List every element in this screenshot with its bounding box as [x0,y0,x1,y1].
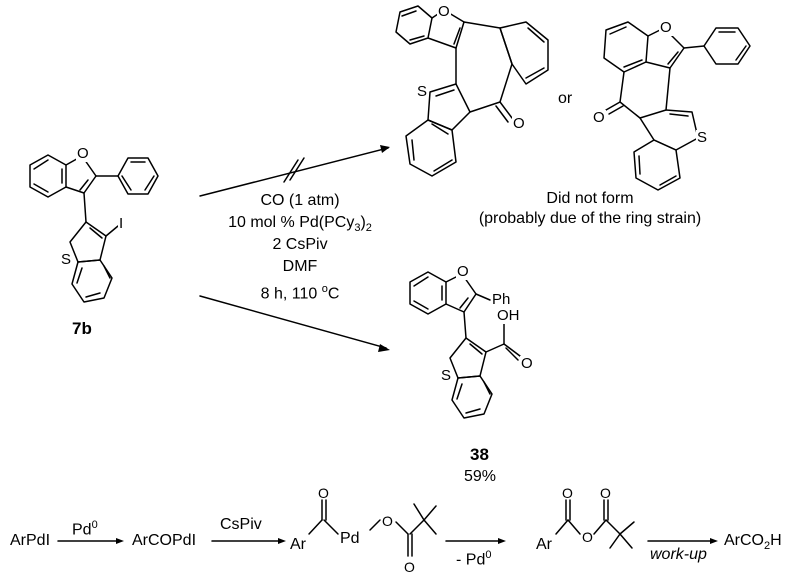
failed-product-ketone-b [603,21,751,191]
cross-mark-2 [289,157,305,181]
p38-oxygen-label: O [456,263,470,280]
mech-o-label-4: O [562,485,573,501]
mech-ar-label-2: Ar [536,536,552,553]
mech-o-label-5: O [582,529,593,545]
mech-pd0-arrow-label: Pd0 [72,519,98,539]
p38-phenyl-label: Ph [491,291,512,308]
condition-co: CO (1 atm) [260,192,340,209]
condition-catalyst: 10 mol % Pd(PCy3)2 [228,214,372,235]
mech-arcopdi: ArCOPdI [132,532,197,549]
failed-note-line2: (probably due of the ring strain) [478,210,702,227]
starting-material-7b [29,154,159,303]
failed-note-line1: Did not form [546,190,634,207]
mech-o-label-3: O [404,559,415,575]
reaction-arrows [199,145,390,352]
sm-oxygen-label: O [76,145,90,162]
condition-base: 2 CsPiv [272,236,328,253]
mech-arpdi: ArPdI [10,532,51,549]
condition-solvent: DMF [282,258,318,275]
fp-b-sulfur-label: S [696,129,709,146]
mech-ar-label-1: Ar [290,536,306,553]
fp-a-ketone-oxygen-label: O [512,115,526,132]
mech-pd-label: Pd [340,530,360,547]
mechanism-structures [57,499,718,557]
sm-iodine-label: I [118,215,125,232]
mech-workup-label: work-up [650,546,707,563]
condition-time-temp: 8 h, 110 oC [260,283,340,303]
sm-sulfur-label: S [60,251,73,268]
fp-a-sulfur-label: S [416,83,429,100]
product-38 [409,271,521,419]
compound-label-38: 38 [470,445,489,464]
cross-mark-1 [283,159,299,183]
mech-cspiv-arrow-label: CsPiv [220,516,262,533]
p38-hydroxyl-label: OH [496,307,521,324]
fp-b-oxygen-label: O [659,19,673,36]
fp-b-ketone-oxygen-label: O [592,109,606,126]
mech-o-label-1: O [382,513,393,529]
mech-o-label-6: O [600,485,611,501]
fp-a-oxygen-label: O [437,3,451,20]
or-text: or [558,90,573,107]
mech-minus-pd0: - Pd0 [456,549,492,569]
mech-o-label-2: O [318,485,329,501]
p38-sulfur-label: S [440,367,453,384]
p38-carbonyl-oxygen-label: O [520,355,534,372]
mech-arco2h: ArCO2H [724,532,782,553]
product-yield: 59% [464,468,497,485]
compound-label-7b: 7b [72,319,92,338]
